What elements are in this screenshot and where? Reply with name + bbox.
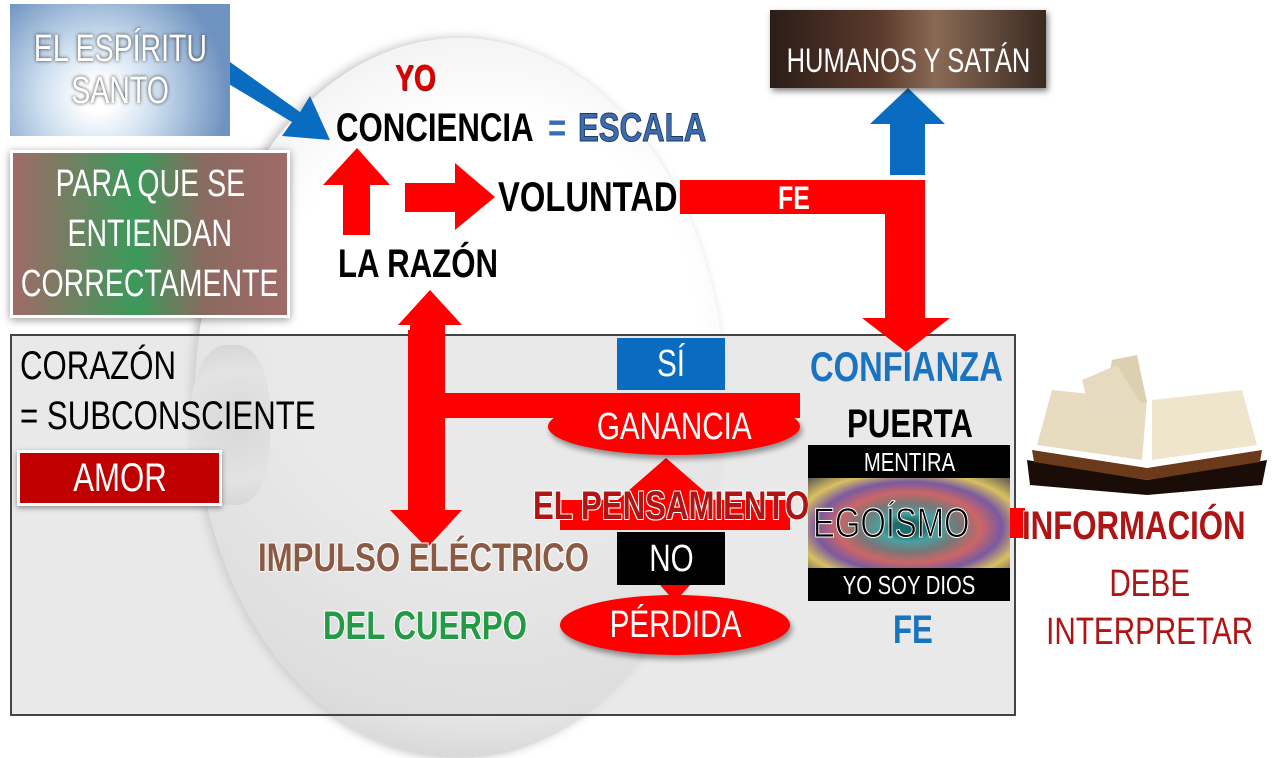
- pensamiento-label: EL PENSAMIENTO: [533, 484, 810, 528]
- spirit-line1: EL ESPÍRITU: [33, 28, 207, 70]
- arrow-right-voluntad: [405, 163, 495, 230]
- egoismo-label: EGOÍSMO: [813, 499, 970, 546]
- debe-label: DEBE: [1109, 563, 1191, 605]
- ganancia-ellipse: GANANCIA: [548, 398, 800, 455]
- yo-soy-dios-bar: YO SOY DIOS: [808, 568, 1010, 601]
- para-line2: ENTIENDAN: [67, 213, 233, 255]
- si-box: SÍ: [617, 338, 725, 390]
- spirit-line2: SANTO: [71, 70, 169, 112]
- conciencia-label: CONCIENCIA: [336, 106, 534, 150]
- blue-arrow-spirit: [222, 62, 330, 140]
- interpretar-wrap: INTERPRETAR: [1040, 612, 1260, 652]
- eye-image: [808, 478, 1010, 568]
- arrows-layer: [222, 62, 1025, 602]
- holy-spirit-image: EL ESPÍRITU SANTO: [10, 4, 230, 136]
- mentira-label: MENTIRA: [863, 446, 955, 477]
- yo-label: YO: [395, 57, 436, 98]
- understanding-box: PARA QUE SE ENTIENDAN CORRECTAMENTE: [10, 150, 290, 318]
- corazon-line2: = SUBCONSCIENTE: [20, 394, 316, 438]
- amor-box: AMOR: [17, 450, 222, 506]
- mentira-bar: MENTIRA: [808, 445, 1010, 478]
- bible-image: [1027, 355, 1267, 495]
- fe-top-label: FE: [778, 180, 810, 216]
- arrow-up-pensamiento: [560, 458, 790, 530]
- blue-arrow-up-humanos: [870, 88, 945, 175]
- voluntad-label: VOLUNTAD: [498, 173, 678, 220]
- interpretar-label: INTERPRETAR: [1046, 611, 1254, 653]
- ganancia-label: GANANCIA: [596, 405, 752, 448]
- fe-path-arrow: [680, 180, 950, 352]
- equals-sign: =: [548, 106, 567, 150]
- para-line3: CORRECTAMENTE: [21, 263, 279, 305]
- arrow-down-perdida: [660, 585, 690, 602]
- cuerpo-label: DEL CUERPO: [323, 604, 527, 648]
- no-box: NO: [617, 532, 725, 585]
- arrow-up-conciencia: [323, 148, 390, 235]
- informacion-label: INFORMACIÓN: [1022, 504, 1246, 548]
- humans-and-satan-image: HUMANOS Y SATÁN: [770, 10, 1046, 88]
- impulse-path: [390, 330, 800, 548]
- razon-label: LA RAZÓN: [338, 242, 499, 286]
- confianza-label: CONFIANZA: [810, 343, 1003, 390]
- puerta-label: PUERTA: [847, 402, 973, 446]
- si-label: SÍ: [656, 343, 686, 385]
- arrow-up-razon: [398, 290, 462, 330]
- debe-wrap: DEBE: [1040, 564, 1260, 604]
- impulso-label: IMPULSO ELÉCTRICO: [258, 536, 590, 580]
- para-line1: PARA QUE SE: [55, 163, 245, 205]
- corazon-line1: CORAZÓN: [20, 344, 176, 388]
- humanos-label: HUMANOS Y SATÁN: [786, 42, 1030, 80]
- no-label: NO: [648, 537, 694, 580]
- escala-label: ESCALA: [578, 106, 707, 150]
- fe-bottom-label: FE: [893, 608, 933, 652]
- amor-label: AMOR: [72, 456, 167, 500]
- perdida-ellipse: PÉRDIDA: [560, 595, 790, 655]
- yo-soy-dios-label: YO SOY DIOS: [842, 569, 976, 600]
- perdida-label: PÉRDIDA: [609, 604, 741, 646]
